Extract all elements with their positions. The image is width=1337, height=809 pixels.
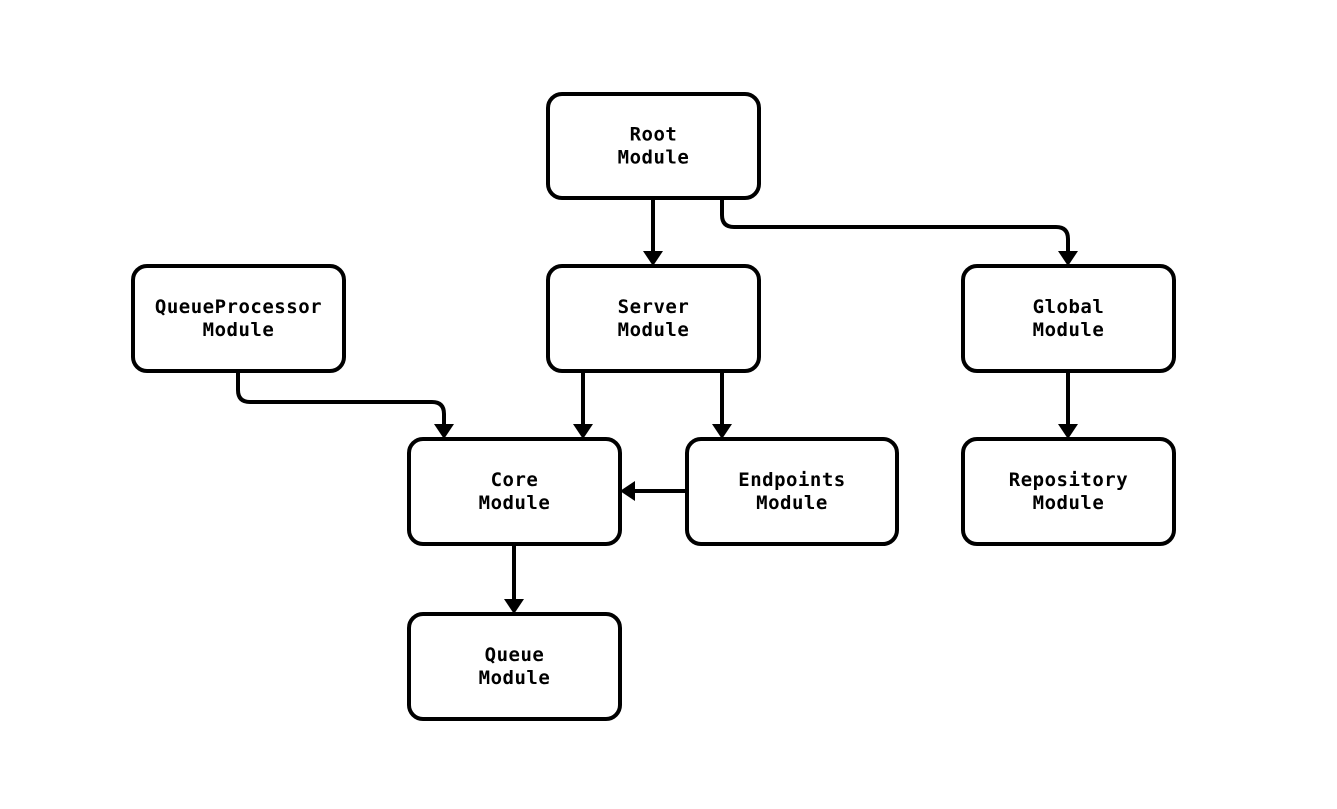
node-box[interactable] xyxy=(546,264,761,373)
node-label-line1: Endpoints xyxy=(738,469,845,491)
arrowhead-icon xyxy=(504,599,524,614)
node-box[interactable] xyxy=(407,437,622,546)
arrowhead-icon xyxy=(643,251,663,266)
edge-server-to-core xyxy=(573,371,593,439)
node-label-line2: Module xyxy=(1033,492,1105,514)
node-label-line2: Module xyxy=(618,147,690,169)
node-label-line2: Module xyxy=(756,492,828,514)
node-label-line2: Module xyxy=(479,667,551,689)
node-label-line1: Core xyxy=(491,469,539,491)
node-box[interactable] xyxy=(685,437,899,546)
nodes-layer: RootModuleQueueProcessorModuleServerModu… xyxy=(131,92,1176,721)
edge-global-to-repository xyxy=(1058,371,1078,439)
arrowhead-icon xyxy=(620,481,635,501)
arrowhead-icon xyxy=(712,424,732,439)
node-box[interactable] xyxy=(961,437,1176,546)
edge-queueprocessor-to-core xyxy=(236,371,454,439)
node-label-line2: Module xyxy=(1033,319,1105,341)
arrowhead-icon xyxy=(573,424,593,439)
node-label-line1: Global xyxy=(1033,296,1105,318)
edge-line xyxy=(720,198,1070,252)
edges-layer xyxy=(236,198,1078,614)
edge-core-to-queue xyxy=(504,544,524,614)
edge-root-to-server xyxy=(643,198,663,266)
node-label-line2: Module xyxy=(618,319,690,341)
node-label-line1: Queue xyxy=(485,644,545,666)
node-box[interactable] xyxy=(407,612,622,721)
edge-server-to-endpoints xyxy=(712,371,732,439)
node-label-line1: QueueProcessor xyxy=(155,296,322,318)
arrowhead-icon xyxy=(434,424,454,439)
node-label-line1: Server xyxy=(618,296,690,318)
node-label-line2: Module xyxy=(203,319,275,341)
edge-endpoints-to-core xyxy=(620,481,687,501)
node-box[interactable] xyxy=(961,264,1176,373)
arrowhead-icon xyxy=(1058,251,1078,266)
node-label-line1: Repository xyxy=(1009,469,1128,491)
node-box[interactable] xyxy=(131,264,346,373)
node-label-line2: Module xyxy=(479,492,551,514)
edge-line xyxy=(236,371,446,425)
arrowhead-icon xyxy=(1058,424,1078,439)
node-label-line1: Root xyxy=(630,124,678,146)
node-box[interactable] xyxy=(546,92,761,200)
edge-root-to-global xyxy=(720,198,1078,266)
